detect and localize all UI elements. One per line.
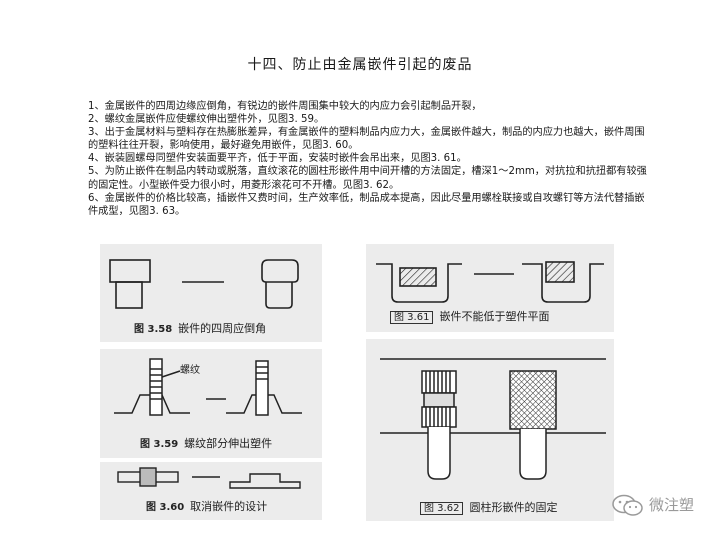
figure-caption: 螺纹部分伸出塑件 xyxy=(184,437,273,450)
figure-3-59-drawing xyxy=(114,358,302,416)
figure-3-62: 图 3.62 圆柱形嵌件的固定 xyxy=(366,339,614,521)
figure-3-60-drawing xyxy=(117,467,301,489)
body-text-list: 1、金属嵌件的四周边缘应倒角，有锐边的嵌件周围集中较大的内应力会引起制品开裂， … xyxy=(88,100,648,218)
figure-number: 图 3.62 xyxy=(420,502,464,515)
list-item: 6、金属嵌件的价格比较高，插嵌件又费时间，生产效率低，制品成本提高，因此尽量用螺… xyxy=(88,192,645,217)
watermark: 微注塑 xyxy=(611,492,711,518)
figure-number: 图 3.58 xyxy=(134,324,173,335)
figure-3-59-callout: 螺纹 xyxy=(180,365,200,376)
figure-3-60-caption: 图 3.60 取消嵌件的设计 xyxy=(146,498,267,514)
figure-3-58: 图 3.58 嵌件的四周应倒角 xyxy=(100,244,322,342)
figure-number: 图 3.61 xyxy=(390,311,434,324)
figure-caption: 取消嵌件的设计 xyxy=(190,500,268,513)
figure-3-58-drawing xyxy=(109,259,299,309)
figure-caption: 圆柱形嵌件的固定 xyxy=(469,501,558,514)
page-title: 十四、防止由金属嵌件引起的废品 xyxy=(247,57,473,73)
watermark-text: 微注塑 xyxy=(649,496,695,514)
figure-3-59: 螺纹 图 3.59 螺纹部分伸出塑件 xyxy=(100,349,322,458)
list-item: 3、出于金属材料与塑料存在热膨胀差异，有金属嵌件的塑料制品内应力大，金属嵌件越大… xyxy=(88,127,645,152)
figure-3-62-caption: 图 3.62 圆柱形嵌件的固定 xyxy=(420,499,557,515)
figure-3-58-caption: 图 3.58 嵌件的四周应倒角 xyxy=(134,320,266,336)
figure-3-59-caption: 图 3.59 螺纹部分伸出塑件 xyxy=(140,435,272,451)
figure-3-61-drawing xyxy=(376,261,604,303)
figure-3-62-drawing xyxy=(380,358,606,480)
list-item: 1、金属嵌件的四周边缘应倒角，有锐边的嵌件周围集中较大的内应力会引起制品开裂， xyxy=(88,101,482,112)
wechat-icon xyxy=(612,494,643,516)
figure-3-61-caption: 图 3.61 嵌件不能低于塑件平面 xyxy=(390,308,549,324)
figure-number: 图 3.59 xyxy=(140,439,179,450)
figure-3-60: 图 3.60 取消嵌件的设计 xyxy=(100,462,322,520)
figure-number: 图 3.60 xyxy=(146,502,185,513)
list-item: 2、螺纹金属嵌件应使螺纹伸出塑件外，见图3. 59。 xyxy=(88,114,325,126)
figure-caption: 嵌件不能低于塑件平面 xyxy=(439,310,550,323)
list-item: 5、为防止嵌件在制品内转动或脱落，直纹滚花的圆柱形嵌件用中间开槽的方法固定，槽深… xyxy=(88,166,647,191)
list-item: 4、嵌装圆螺母同塑件安装面要平齐，低于平面，安装时嵌件会吊出来，见图3. 61。 xyxy=(88,153,467,165)
figure-caption: 嵌件的四周应倒角 xyxy=(178,322,267,335)
figure-3-61: 图 3.61 嵌件不能低于塑件平面 xyxy=(366,244,614,332)
